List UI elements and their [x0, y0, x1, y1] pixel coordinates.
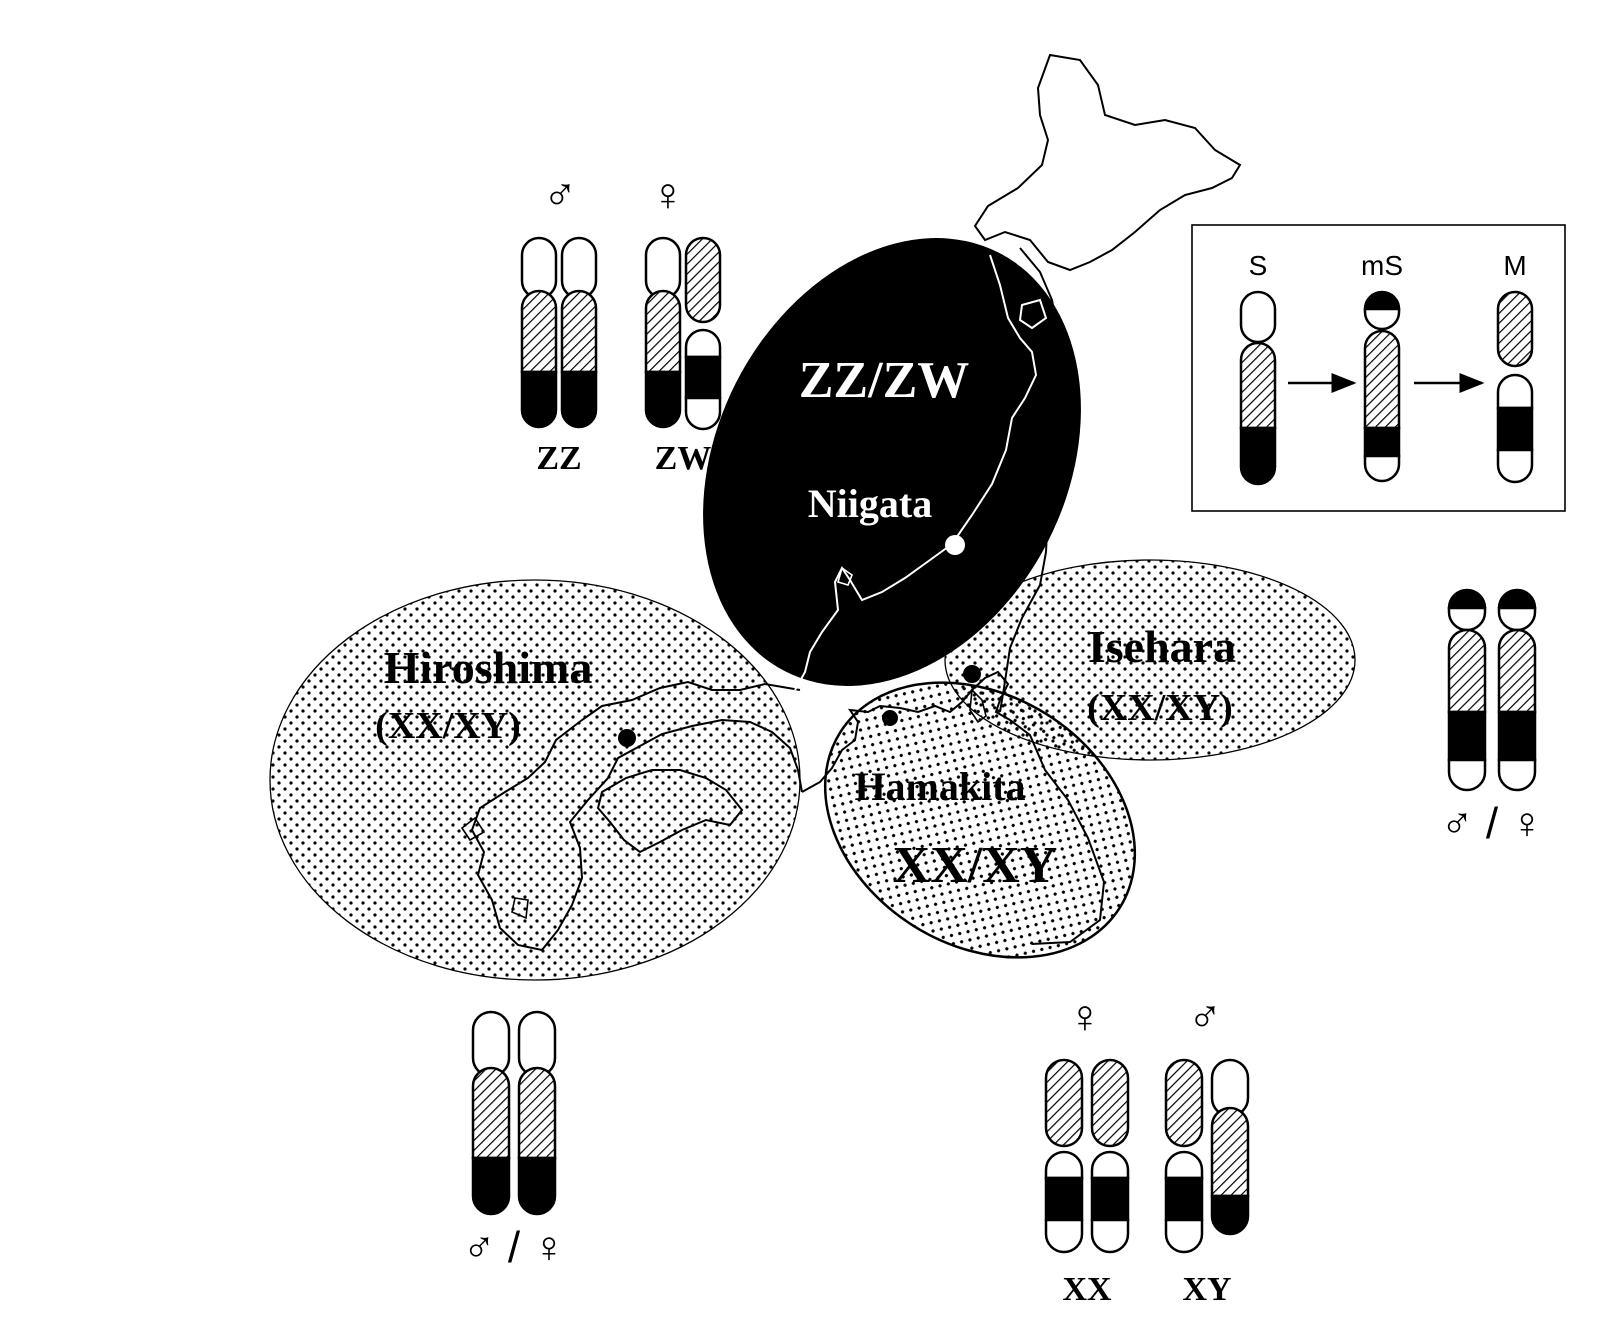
hamakita-system-label: XX/XY — [893, 837, 1058, 894]
z-chromosome — [560, 236, 598, 429]
ms-type-chromosome — [1363, 290, 1401, 483]
inset-label-s: S — [1249, 250, 1268, 281]
niigata-locality-dot — [945, 535, 965, 555]
chromosome-evolution-inset: S mS M — [1191, 224, 1566, 512]
x-chromosome — [1044, 1058, 1084, 1254]
inset-label-ms: mS — [1361, 250, 1403, 281]
z-chromosome — [644, 236, 682, 429]
niigata-system-label: ZZ/ZW — [799, 352, 970, 409]
hiroshima-system-label: (XX/XY) — [375, 705, 521, 747]
hiroshima-chromosome — [471, 1010, 511, 1216]
zw-karyotype-group: ♂ ♀ ZZ ZW — [520, 168, 722, 477]
isehara-sex-label: ♂ / ♀ — [1441, 799, 1544, 848]
isehara-place-label: Isehara — [1088, 621, 1236, 672]
isehara-karyotype-group: ♂ / ♀ — [1441, 588, 1544, 848]
noto-peninsula — [837, 566, 853, 586]
xy-karyotype-label: XY — [1182, 1271, 1231, 1308]
niigata-place-label: Niigata — [808, 481, 932, 526]
isehara-region — [944, 559, 1356, 761]
isehara-system-label: (XX/XY) — [1087, 687, 1233, 729]
hamakita-place-label: Hamakita — [854, 764, 1025, 809]
japan-sea-coastline — [794, 254, 1038, 691]
hiroshima-locality-dot — [618, 729, 636, 747]
hokkaido-outline — [973, 53, 1242, 272]
isehara-locality-dot — [963, 665, 981, 683]
hiroshima-sex-label: ♂ / ♀ — [463, 1223, 566, 1272]
isehara-chromosome — [1447, 588, 1487, 792]
sado-island — [1018, 298, 1048, 330]
s-type-chromosome — [1239, 290, 1277, 486]
z-chromosome — [520, 236, 558, 429]
xy-karyotype-group: ♀ ♂ XX XY — [1044, 990, 1250, 1308]
xy-female-symbol: ♀ — [1068, 990, 1103, 1042]
shikoku-outline — [596, 769, 744, 854]
m-type-chromosome — [1496, 290, 1534, 484]
w-chromosome — [684, 236, 722, 431]
xy-male-symbol: ♂ — [1188, 990, 1223, 1042]
inset-label-m: M — [1503, 250, 1526, 281]
zw-male-symbol: ♂ — [543, 168, 578, 220]
izu-peninsula — [969, 688, 987, 724]
hamakita-locality-dot — [882, 710, 898, 726]
hiroshima-karyotype-group: ♂ / ♀ — [463, 1010, 566, 1272]
x-chromosome — [1164, 1058, 1204, 1254]
hiroshima-place-label: Hiroshima — [384, 642, 593, 693]
hiroshima-chromosome — [517, 1010, 557, 1216]
zw-karyotype-label: ZW — [655, 440, 712, 477]
western-japan-outline — [470, 680, 803, 952]
hiroshima-region — [269, 579, 801, 981]
x-chromosome — [1090, 1058, 1130, 1254]
xx-karyotype-label: XX — [1062, 1271, 1112, 1308]
isehara-chromosome — [1497, 588, 1537, 792]
kyushu-islands — [460, 816, 529, 920]
y-chromosome — [1210, 1058, 1250, 1236]
hamakita-region — [823, 681, 1137, 959]
zw-female-symbol: ♀ — [651, 168, 686, 220]
niigata-region — [703, 238, 1081, 691]
zz-karyotype-label: ZZ — [536, 440, 581, 477]
